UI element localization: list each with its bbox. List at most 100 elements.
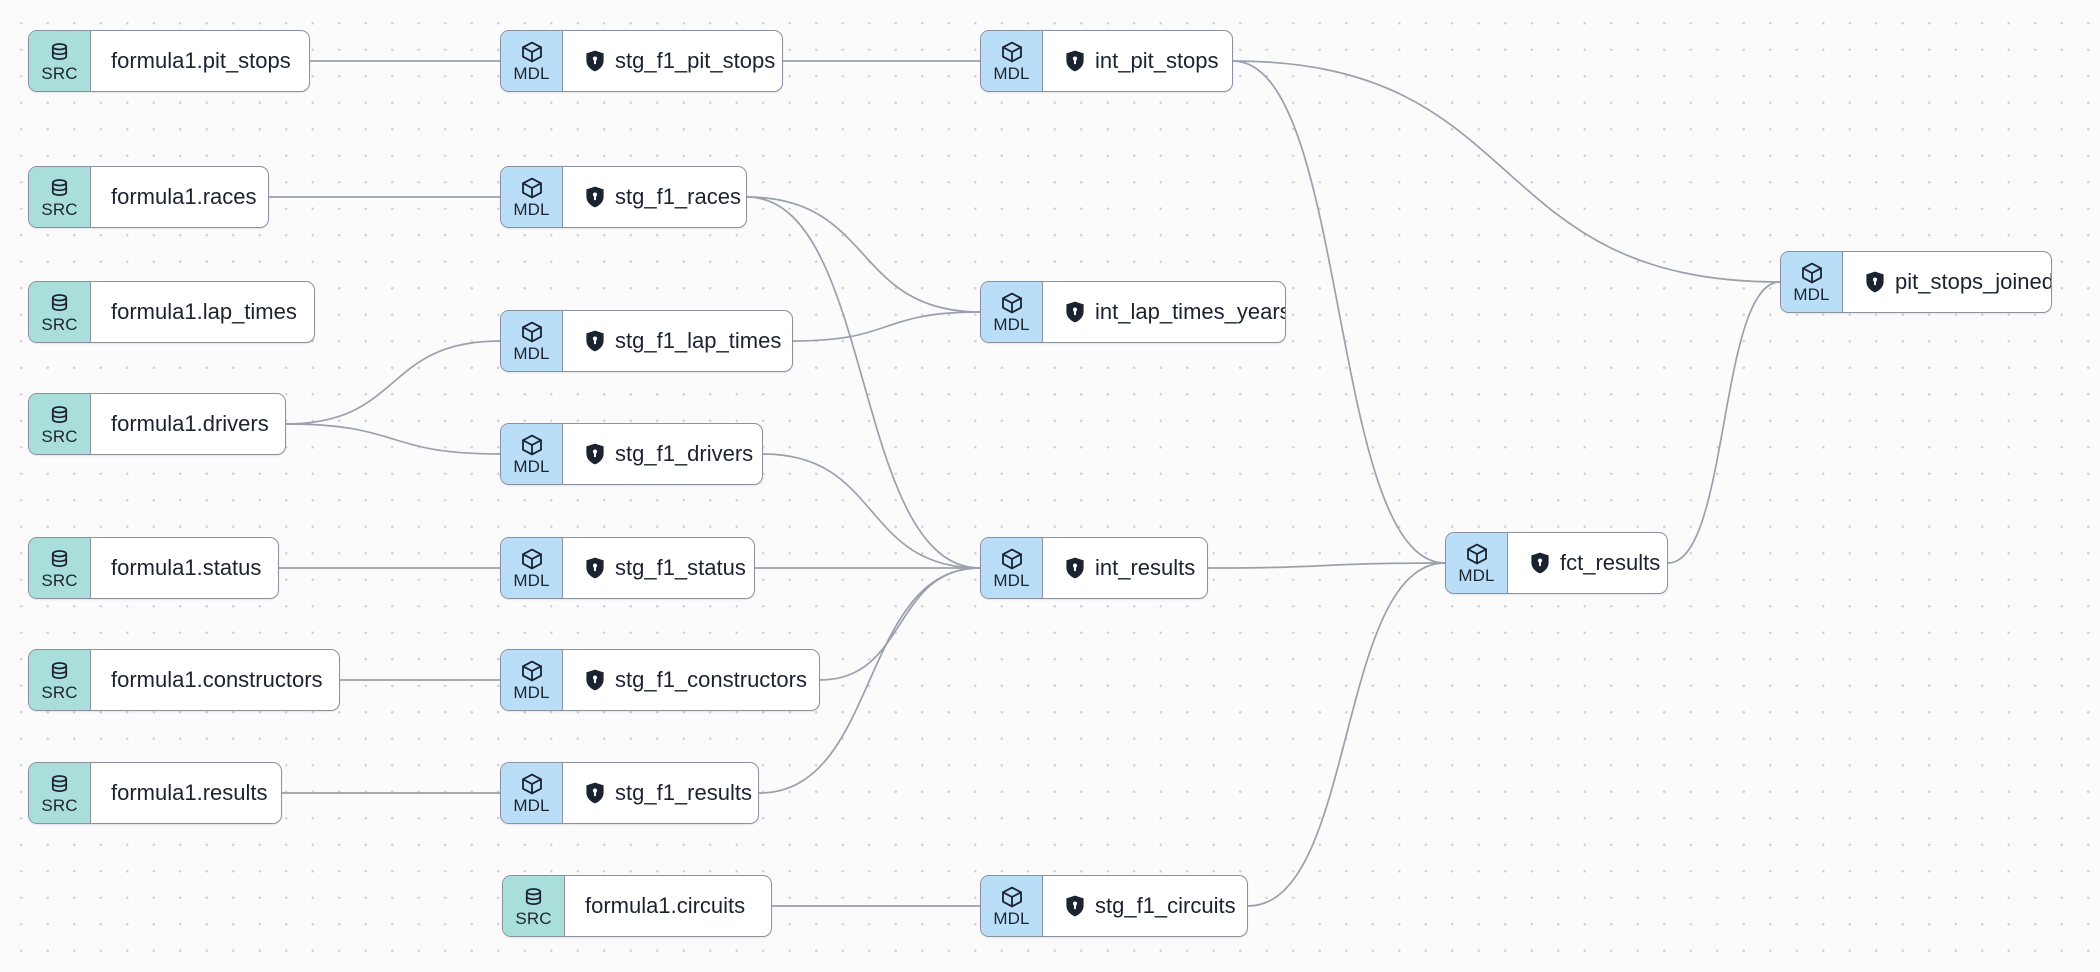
graph-node-src_results[interactable]: SRC formula1.results xyxy=(28,762,282,824)
node-label: formula1.results xyxy=(111,780,268,805)
node-kind-label: MDL xyxy=(993,571,1030,590)
shield-lock-icon xyxy=(1065,50,1085,72)
node-kind-label: SRC xyxy=(41,314,78,334)
database-icon xyxy=(48,548,71,571)
node-label: formula1.pit_stops xyxy=(111,48,291,73)
src-badge: SRC xyxy=(29,31,91,91)
node-kind-label: MDL xyxy=(513,344,550,363)
node-kind-label: MDL xyxy=(513,683,550,702)
graph-node-stg_circuits[interactable]: MDL stg_f1_circuits xyxy=(980,875,1248,937)
node-label: formula1.status xyxy=(111,555,262,580)
graph-node-stg_status[interactable]: MDL stg_f1_status xyxy=(500,537,755,599)
node-body: int_lap_times_years xyxy=(1043,282,1286,342)
node-body: formula1.races xyxy=(91,167,268,227)
graph-node-stg_drivers[interactable]: MDL stg_f1_drivers xyxy=(500,423,763,485)
database-icon xyxy=(48,41,71,64)
graph-node-stg_pit_stops[interactable]: MDL stg_f1_pit_stops xyxy=(500,30,783,92)
database-icon xyxy=(48,404,71,427)
graph-node-stg_constructors[interactable]: MDL stg_f1_constructors xyxy=(500,649,820,711)
shield-lock-icon xyxy=(585,557,605,579)
src-badge: SRC xyxy=(29,167,91,227)
shield-lock-icon xyxy=(1065,557,1085,579)
database-icon xyxy=(522,886,545,909)
shield-lock-icon xyxy=(1865,271,1885,293)
node-label: stg_f1_drivers xyxy=(615,441,754,466)
node-kind-label: SRC xyxy=(41,570,78,590)
mdl-badge: MDL xyxy=(981,282,1043,342)
node-label: stg_f1_status xyxy=(615,555,746,580)
node-kind-label: SRC xyxy=(41,682,78,702)
node-label: formula1.races xyxy=(111,184,257,209)
cube-icon xyxy=(520,659,544,683)
src-badge: SRC xyxy=(29,282,91,342)
node-kind-label: MDL xyxy=(1793,285,1830,304)
edge-fct_results-to-pit_stops_joined xyxy=(1667,281,1781,564)
node-body: int_pit_stops xyxy=(1043,31,1232,91)
cube-icon xyxy=(520,176,544,200)
shield-lock-icon xyxy=(585,443,605,465)
src-badge: SRC xyxy=(29,538,91,598)
node-body: stg_f1_pit_stops xyxy=(563,31,782,91)
src-badge: SRC xyxy=(29,650,91,710)
mdl-badge: MDL xyxy=(981,876,1043,936)
edge-src_drivers-to-stg_drivers xyxy=(285,423,501,455)
node-body: formula1.pit_stops xyxy=(91,31,309,91)
node-label: formula1.constructors xyxy=(111,667,323,692)
node-body: stg_f1_results xyxy=(563,763,758,823)
mdl-badge: MDL xyxy=(981,538,1043,598)
mdl-badge: MDL xyxy=(501,538,563,598)
node-kind-label: MDL xyxy=(513,796,550,815)
node-body: formula1.lap_times xyxy=(91,282,314,342)
node-body: stg_f1_circuits xyxy=(1043,876,1247,936)
graph-node-src_pit_stops[interactable]: SRC formula1.pit_stops xyxy=(28,30,310,92)
cube-icon xyxy=(520,772,544,796)
shield-lock-icon xyxy=(1065,301,1085,323)
node-label: stg_f1_races xyxy=(615,184,741,209)
node-label: stg_f1_lap_times xyxy=(615,328,782,353)
src-badge: SRC xyxy=(29,394,91,454)
edge-int_results-to-fct_results xyxy=(1207,562,1446,569)
graph-node-int_results[interactable]: MDL int_results xyxy=(980,537,1208,599)
edge-stg_circuits-to-fct_results xyxy=(1247,562,1446,907)
node-body: stg_f1_constructors xyxy=(563,650,819,710)
graph-node-src_races[interactable]: SRC formula1.races xyxy=(28,166,269,228)
node-kind-label: SRC xyxy=(41,795,78,815)
graph-node-src_status[interactable]: SRC formula1.status xyxy=(28,537,279,599)
graph-node-stg_results[interactable]: MDL stg_f1_results xyxy=(500,762,759,824)
node-label: stg_f1_results xyxy=(615,780,752,805)
shield-lock-icon xyxy=(585,330,605,352)
edge-stg_races-to-int_lap_times_years xyxy=(746,196,981,313)
graph-node-src_lap_times[interactable]: SRC formula1.lap_times xyxy=(28,281,315,343)
cube-icon xyxy=(520,433,544,457)
node-label: stg_f1_pit_stops xyxy=(615,48,776,73)
shield-lock-icon xyxy=(1065,895,1085,917)
shield-lock-icon xyxy=(585,186,605,208)
cube-icon xyxy=(1465,542,1489,566)
node-label: formula1.lap_times xyxy=(111,299,297,324)
cube-icon xyxy=(1000,40,1024,64)
src-badge: SRC xyxy=(503,876,565,936)
graph-node-stg_lap_times[interactable]: MDL stg_f1_lap_times xyxy=(500,310,793,372)
node-kind-label: MDL xyxy=(513,457,550,476)
database-icon xyxy=(48,660,71,683)
cube-icon xyxy=(1000,885,1024,909)
mdl-badge: MDL xyxy=(501,650,563,710)
graph-node-int_lap_times_years[interactable]: MDL int_lap_times_years xyxy=(980,281,1286,343)
shield-lock-icon xyxy=(585,782,605,804)
graph-node-src_constructors[interactable]: SRC formula1.constructors xyxy=(28,649,340,711)
cube-icon xyxy=(520,320,544,344)
database-icon xyxy=(48,773,71,796)
node-kind-label: MDL xyxy=(993,909,1030,928)
node-body: stg_f1_status xyxy=(563,538,754,598)
node-kind-label: MDL xyxy=(513,64,550,83)
node-label: int_results xyxy=(1095,555,1196,580)
node-body: stg_f1_races xyxy=(563,167,746,227)
node-label: int_lap_times_years xyxy=(1095,299,1286,324)
